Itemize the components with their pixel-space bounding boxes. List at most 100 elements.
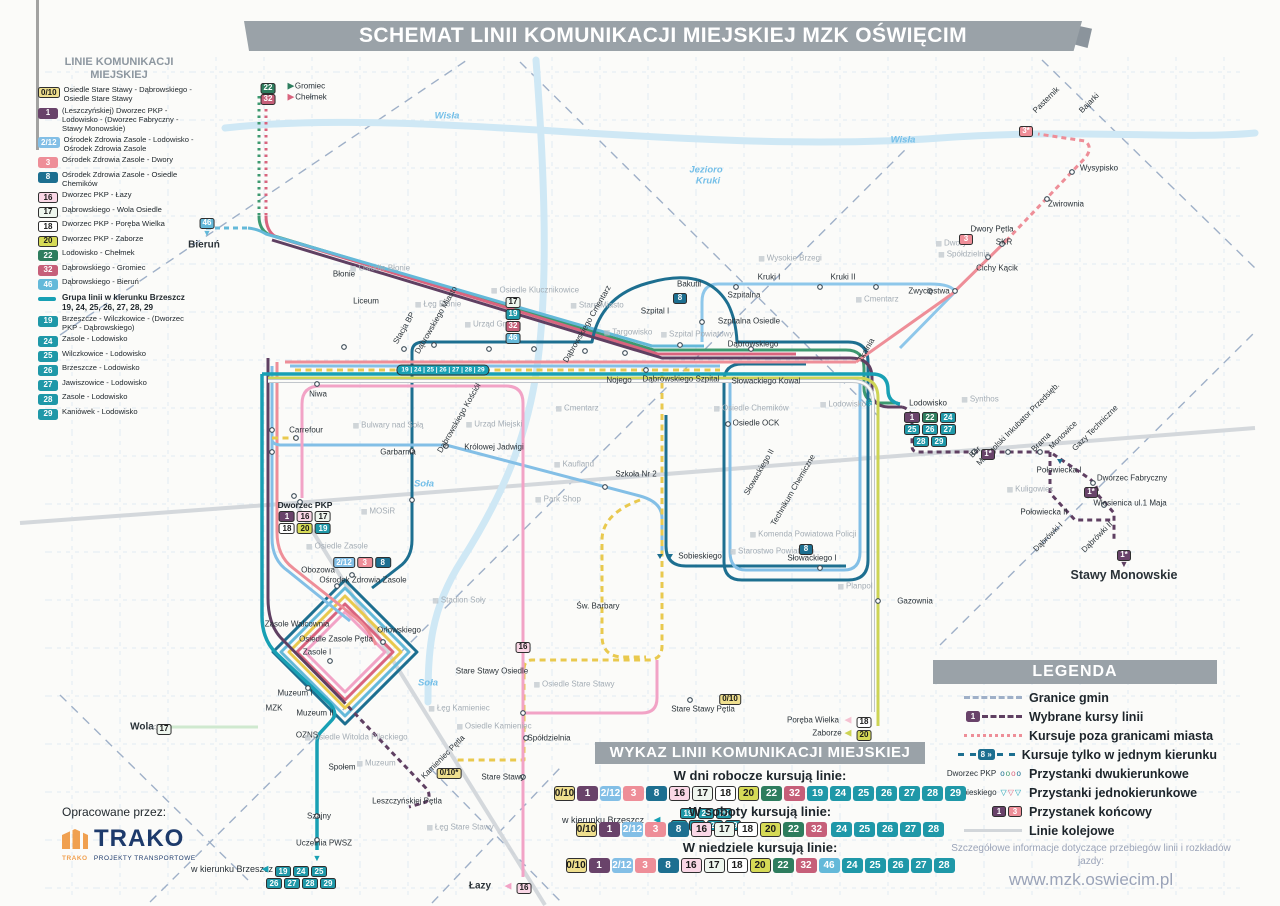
municipal-borders (59, 57, 1256, 904)
legend-label: Kursuje tylko w jednym kierunku (1021, 747, 1217, 762)
line-badge-3: 3 (623, 786, 644, 801)
line-badge-27: 27 (38, 379, 58, 391)
line-badge-32: 32 (806, 822, 827, 837)
info-text: Szczegółowe informacje dotyczące przebie… (951, 843, 1231, 867)
trako-logo: TRAKO (62, 825, 196, 853)
sidebar-line-route: Zasole - Lodowisko (62, 334, 128, 344)
line-badge-24: 24 (841, 858, 863, 873)
line-badge-32: 32 (38, 264, 58, 276)
line-badge-26: 26 (887, 858, 909, 873)
info-block: Szczegółowe informacje dotyczące przebie… (948, 843, 1234, 890)
line-badge-0/10: 0/10 (554, 786, 575, 801)
line-badge-2/12: 2/12 (600, 786, 621, 801)
trako-logo-small: TRAKO (62, 855, 88, 862)
sidebar-line-route: Dworzec PKP - Poręba Wielka (62, 219, 165, 229)
line-badge-22: 22 (772, 858, 794, 873)
stop-markers (269, 169, 1107, 843)
sidebar-line-route: Ośrodek Zdrowia Zasole - Lodowisko - Ośr… (63, 135, 194, 153)
line-badge-26: 26 (38, 365, 58, 377)
line-badge-16: 16 (38, 192, 58, 204)
line-badge-2/12: 2/12 (38, 137, 60, 149)
line-badge-8: 8 (657, 858, 679, 873)
line-badge-27: 27 (900, 822, 921, 837)
sidebar-line-route: Ośrodek Zdrowia Zasole - Dwory (62, 155, 173, 165)
line-badge-20: 20 (738, 786, 759, 801)
sidebar-line-route: Osiedle Stare Stawy - Dąbrowskiego - Osi… (63, 85, 192, 104)
line-badge-16: 16 (669, 786, 690, 801)
sidebar-line-route: Dworzec PKP - Łazy (62, 190, 132, 200)
sidebar-line-route: Brzeszcze - Lodowisko (62, 363, 140, 373)
legend-label: Kursuje poza granicami miasta (1029, 728, 1214, 743)
line-badge-28: 28 (933, 858, 955, 873)
line-badge-1: 1 (992, 806, 1006, 817)
sidebar-line-route: Dąbrowskiego - Bieruń (62, 277, 139, 287)
sidebar-line-route: (Leszczyńskiej) Dworzec PKP - Lodowisko … (62, 105, 179, 133)
line-badge-0/10: 0/10 (576, 822, 597, 837)
line-badge-32: 32 (784, 786, 805, 801)
legend-item-jednok: Sobieskiego▽▽▽Przystanki jednokierunkowe (933, 783, 1217, 802)
sidebar-line-route: Wilczkowice - Lodowisko (62, 348, 146, 358)
line-badge-16: 16 (691, 822, 712, 837)
line-badge-32: 32 (795, 858, 817, 873)
line-badge-29: 29 (945, 786, 966, 801)
line-badge-16: 16 (680, 858, 702, 873)
line-badge-0/10: 0/10 (565, 858, 587, 873)
legend-sample-jeden: 8 » (933, 749, 1022, 760)
line-badge-46: 46 (818, 858, 840, 873)
line-badge-24: 24 (38, 336, 58, 348)
group-line-icon (38, 296, 56, 301)
service-day-label: W dni robocze kursują linie: (673, 768, 847, 783)
sidebar-line-24: 24 Zasole - Lodowisko (38, 334, 200, 348)
sidebar-line-route: Kaniówek - Lodowisko (62, 406, 138, 416)
line-badge-3: 3 (38, 157, 58, 169)
sidebar-line-route: Dąbrowskiego - Wola Osiedle (62, 204, 162, 214)
sidebar-line-1: 1 (Leszczyńskiej) Dworzec PKP - Lodowisko… (38, 105, 200, 134)
line-badge-24: 24 (831, 822, 852, 837)
legend-label: Przystanek końcowy (1029, 804, 1152, 819)
line-badge-8: 8 (646, 786, 667, 801)
line-badge-1: 1 (966, 711, 980, 722)
line-badge-0/10: 0/10 (38, 87, 60, 99)
sidebar-line-16: 16 Dworzec PKP - Łazy (38, 190, 200, 204)
legend-sample-jednok: Sobieskiego▽▽▽ (952, 788, 1022, 797)
line-index-panel: WYKAZ LINII KOMUNIKACJI MIEJSKIEJ W dni … (554, 742, 966, 873)
legend-sample-granice (933, 696, 1029, 699)
legend-sample-kolej (933, 829, 1029, 832)
sidebar-line-26: 26 Brzeszcze - Lodowisko (38, 363, 200, 377)
legend-label: Przystanki dwukierunkowe (1029, 766, 1189, 781)
line-badge-8: 8 (668, 822, 689, 837)
line-badge-25: 25 (853, 786, 874, 801)
poster-title: SCHEMAT LINII KOMUNIKACJI MIEJSKIEJ MZK … (244, 21, 1082, 51)
line-badge-18: 18 (726, 858, 748, 873)
line-badge-17: 17 (692, 786, 713, 801)
sidebar-line-3: 3 Ośrodek Zdrowia Zasole - Dwory (38, 155, 200, 169)
line-badge-1: 1 (599, 822, 620, 837)
sidebar-line-18: 18 Dworzec PKP - Poręba Wielka (38, 219, 200, 233)
line-badge-18: 18 (38, 221, 58, 233)
line-badge-20: 20 (749, 858, 771, 873)
line-badge-1: 1 (38, 107, 58, 119)
line-badge-25: 25 (854, 822, 875, 837)
line-badge-3: 3 (1008, 806, 1022, 817)
trako-logo-text: TRAKO (94, 825, 185, 852)
line-badge-20: 20 (38, 235, 58, 247)
line-badge-17: 17 (714, 822, 735, 837)
line-badge-18: 18 (715, 786, 736, 801)
sidebar-line-route: Dworzec PKP - Zaborze (62, 233, 144, 243)
